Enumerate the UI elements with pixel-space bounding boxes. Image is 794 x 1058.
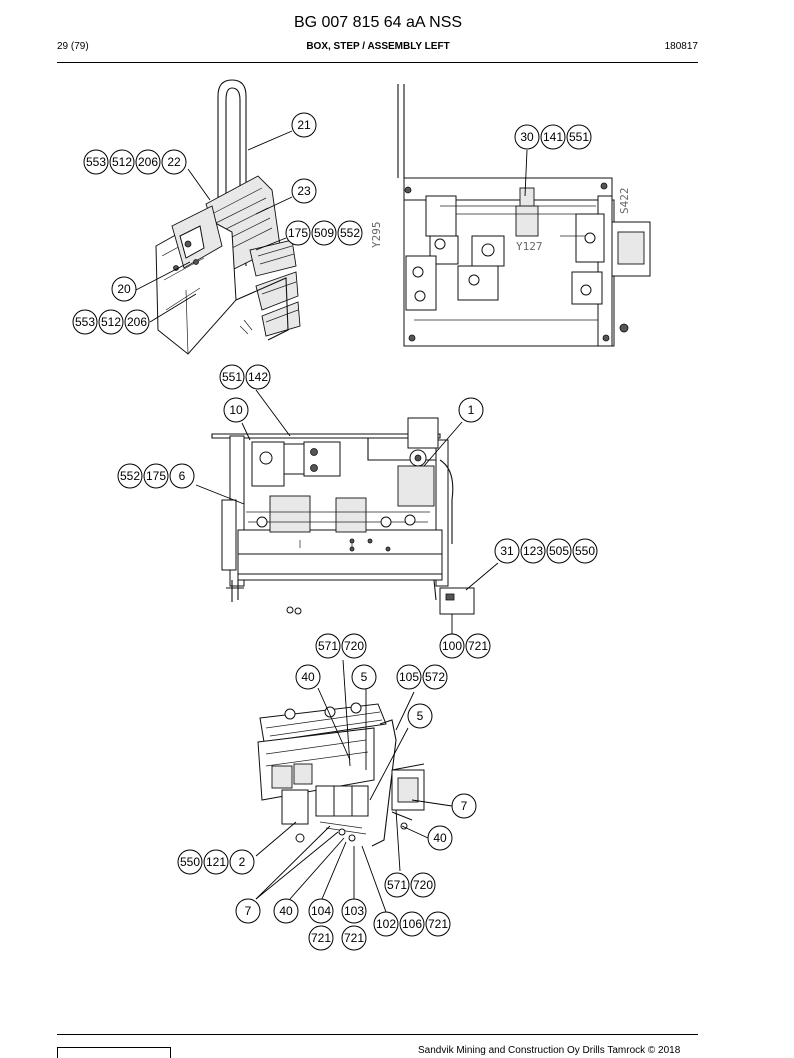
callout-number: 175 (146, 469, 166, 483)
callout-number: 175 (288, 226, 308, 240)
callout-number: 551 (222, 370, 242, 384)
footer-rule (57, 1034, 698, 1035)
callout-number: 720 (413, 878, 433, 892)
callout-number: 141 (543, 130, 563, 144)
footer-copyright: Sandvik Mining and Construction Oy Drill… (418, 1045, 681, 1056)
callout-number: 5 (417, 709, 424, 723)
callout-group-2: 21 (291, 112, 317, 138)
callout-number: 23 (297, 184, 311, 198)
callout-group-5: 20 (111, 276, 137, 302)
callout-number: 10 (229, 403, 243, 417)
callout-number: 104 (311, 904, 331, 918)
callout-group-22: 571 720 (384, 872, 436, 898)
callout-group-29: 721 (341, 925, 367, 951)
callout-group-17: 105 572 (396, 664, 448, 690)
page-number: 29 (79) (57, 41, 89, 52)
callout-number: 103 (344, 904, 364, 918)
callout-number: 552 (120, 469, 140, 483)
callout-group-7: 30 141 551 (514, 124, 592, 150)
callout-group-11: 552 175 6 (117, 463, 195, 489)
callout-number: 721 (311, 931, 331, 945)
callout-number: 1 (468, 403, 475, 417)
callout-number: 22 (167, 155, 181, 169)
callout-number: 552 (340, 226, 360, 240)
callout-group-16: 5 (351, 664, 377, 690)
callout-group-10: 1 (458, 397, 484, 423)
callout-group-6: 553 512 206 (72, 309, 150, 335)
leader-lines (135, 130, 528, 913)
callout-number: 720 (344, 639, 364, 653)
callout-group-18: 5 (407, 703, 433, 729)
callout-group-20: 40 (427, 825, 453, 851)
section-title: BOX, STEP / ASSEMBLY LEFT (306, 41, 450, 52)
callout-group-24: 40 (273, 898, 299, 924)
callout-group-14: 100 721 (439, 633, 491, 659)
callout-group-15: 40 (295, 664, 321, 690)
callout-number: 121 (206, 855, 226, 869)
callout-number: 5 (361, 670, 368, 684)
callout-group-1: 553 512 206 22 (83, 149, 187, 175)
callout-group-26: 103 (341, 898, 367, 924)
callout-number: 7 (461, 799, 468, 813)
callout-number: 512 (101, 315, 121, 329)
callout-number: 551 (569, 130, 589, 144)
label-y127: Y127 (516, 240, 543, 253)
step-assembly-drawing (155, 79, 301, 355)
callout-number: 7 (245, 904, 252, 918)
callout-group-4: 175 509 552 (285, 220, 363, 246)
callout-number: 30 (520, 130, 534, 144)
document-date: 180817 (664, 41, 698, 52)
document-title: BG 007 815 64 aA NSS (293, 14, 463, 31)
label-s422: S422 (618, 188, 631, 215)
callout-number: 206 (138, 155, 158, 169)
callout-number: 2 (239, 855, 246, 869)
callout-group-12: 31 123 505 550 (494, 538, 598, 564)
callout-number: 571 (387, 878, 407, 892)
callout-number: 21 (297, 118, 311, 132)
callout-number: 40 (279, 904, 293, 918)
callout-number: 550 (180, 855, 200, 869)
callout-number: 572 (425, 670, 445, 684)
callout-group-21: 550 121 2 (177, 849, 255, 875)
callout-number: 105 (399, 670, 419, 684)
callout-group-23: 7 (235, 898, 261, 924)
callout-group-9: 10 (223, 397, 249, 423)
callout-number: 102 (376, 917, 396, 931)
callout-number: 31 (500, 544, 514, 558)
callout-number: 40 (301, 670, 315, 684)
callout-number: 509 (314, 226, 334, 240)
callout-group-19: 7 (451, 793, 477, 819)
callout-number: 6 (179, 469, 186, 483)
valve-assembly-side-view (211, 417, 475, 615)
callout-number: 40 (433, 831, 447, 845)
callout-number: 512 (112, 155, 132, 169)
callout-group-25: 104 (308, 898, 334, 924)
callout-bubbles: 553 512 206 22 21 23 175 509 552 20 553 … (72, 112, 598, 951)
callout-number: 142 (248, 370, 268, 384)
callout-number: 123 (523, 544, 543, 558)
callout-group-13: 571 720 (315, 633, 367, 659)
callout-number: 721 (468, 639, 488, 653)
label-y295: Y295 (370, 222, 383, 249)
callout-group-3: 23 (291, 178, 317, 204)
callout-number: 553 (75, 315, 95, 329)
callout-number: 100 (442, 639, 462, 653)
callout-number: 553 (86, 155, 106, 169)
callout-group-8: 551 142 (219, 364, 271, 390)
callout-group-27: 102 106 721 (373, 911, 451, 937)
callout-number: 571 (318, 639, 338, 653)
callout-group-28: 721 (308, 925, 334, 951)
callout-number: 106 (402, 917, 422, 931)
callout-number: 550 (575, 544, 595, 558)
callout-number: 206 (127, 315, 147, 329)
callout-number: 505 (549, 544, 569, 558)
callout-number: 721 (344, 931, 364, 945)
callout-number: 20 (117, 282, 131, 296)
header-rule (57, 62, 698, 63)
valve-box-top-view: Y295 Y127 S422 (370, 84, 651, 347)
valve-detail-view (257, 702, 425, 847)
callout-number: 721 (428, 917, 448, 931)
